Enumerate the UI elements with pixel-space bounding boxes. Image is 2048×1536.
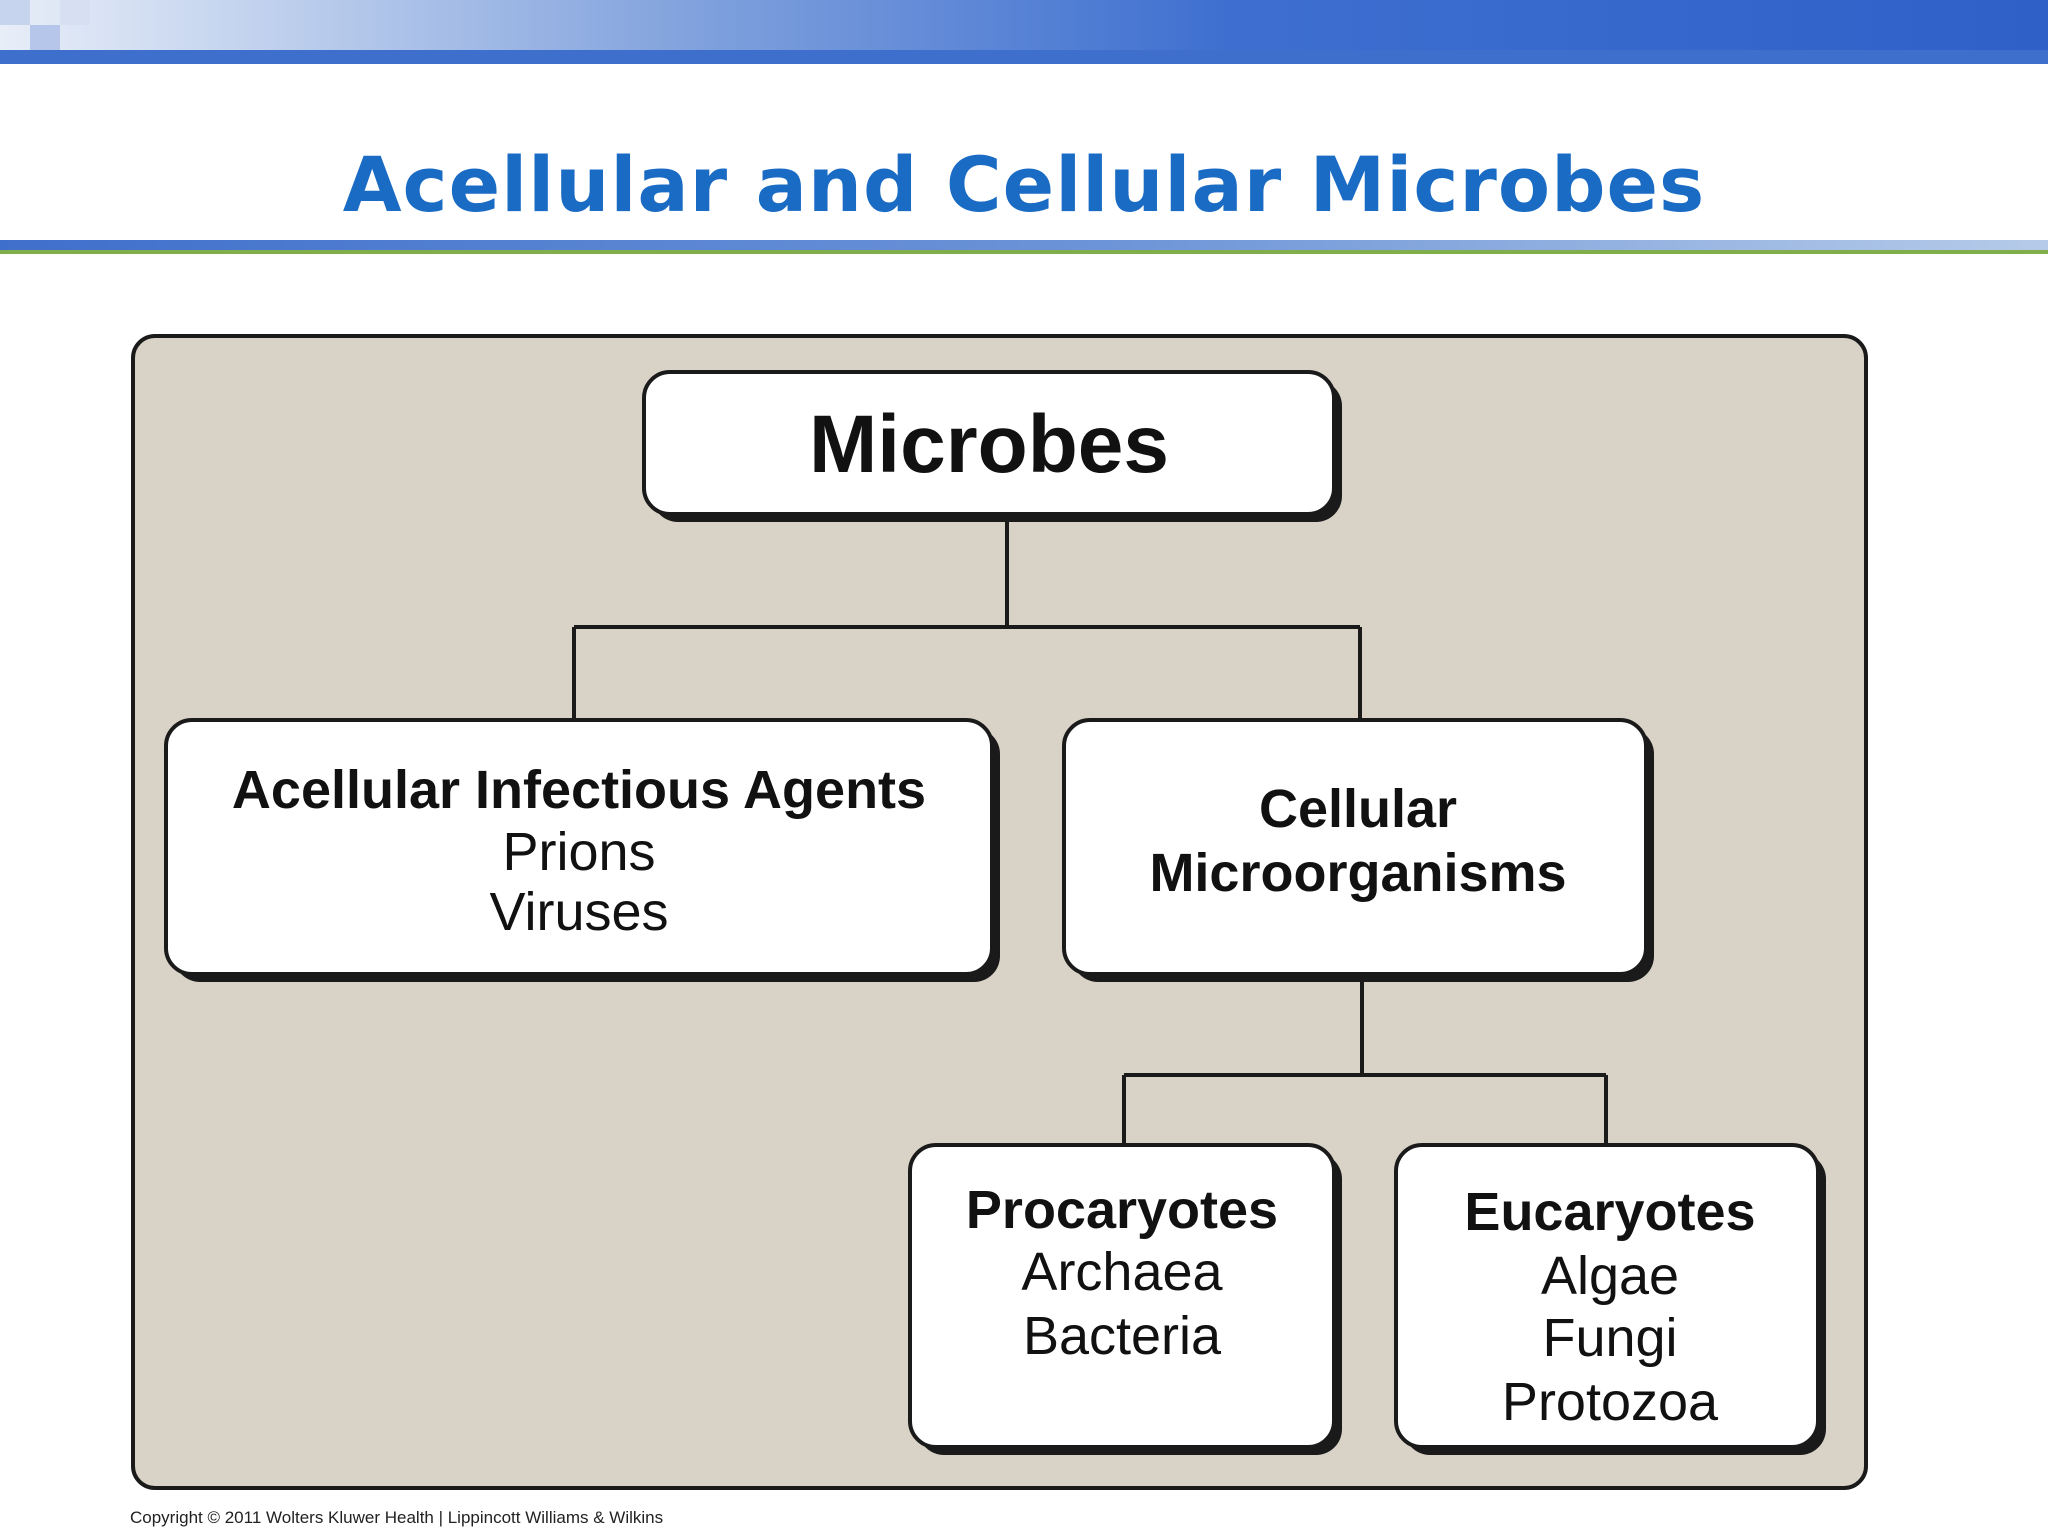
- node-procaryotes-heading: Procaryotes: [966, 1180, 1278, 1240]
- slide-title: Acellular and Cellular Microbes: [342, 140, 1706, 229]
- node-acellular-item: Prions: [502, 822, 655, 882]
- node-acellular-heading: Acellular Infectious Agents: [232, 760, 926, 820]
- node-procaryotes-item: Bacteria: [1023, 1306, 1222, 1366]
- header-band: [0, 0, 2048, 64]
- node-cellular-heading-line1: Cellular: [1259, 779, 1457, 839]
- node-eucaryotes-item: Fungi: [1542, 1308, 1677, 1368]
- node-eucaryotes-item: Protozoa: [1502, 1372, 1719, 1432]
- node-microbes-label: Microbes: [809, 399, 1169, 490]
- node-eucaryotes: Eucaryotes Algae Fungi Protozoa: [1394, 1143, 1826, 1455]
- copyright-notice: Copyright © 2011 Wolters Kluwer Health |…: [130, 1508, 664, 1527]
- title-underline: [0, 240, 2048, 254]
- node-procaryotes-item: Archaea: [1021, 1242, 1223, 1302]
- node-eucaryotes-item: Algae: [1541, 1246, 1679, 1306]
- node-eucaryotes-heading: Eucaryotes: [1464, 1182, 1755, 1242]
- node-cellular-heading-line2: Microorganisms: [1149, 843, 1566, 903]
- node-microbes: Microbes: [642, 370, 1342, 522]
- node-procaryotes: Procaryotes Archaea Bacteria: [908, 1143, 1342, 1455]
- node-cellular: Cellular Microorganisms: [1062, 718, 1654, 982]
- node-acellular-item: Viruses: [489, 882, 668, 942]
- connectors: [572, 520, 1608, 1145]
- node-acellular: Acellular Infectious Agents Prions Virus…: [164, 718, 1000, 982]
